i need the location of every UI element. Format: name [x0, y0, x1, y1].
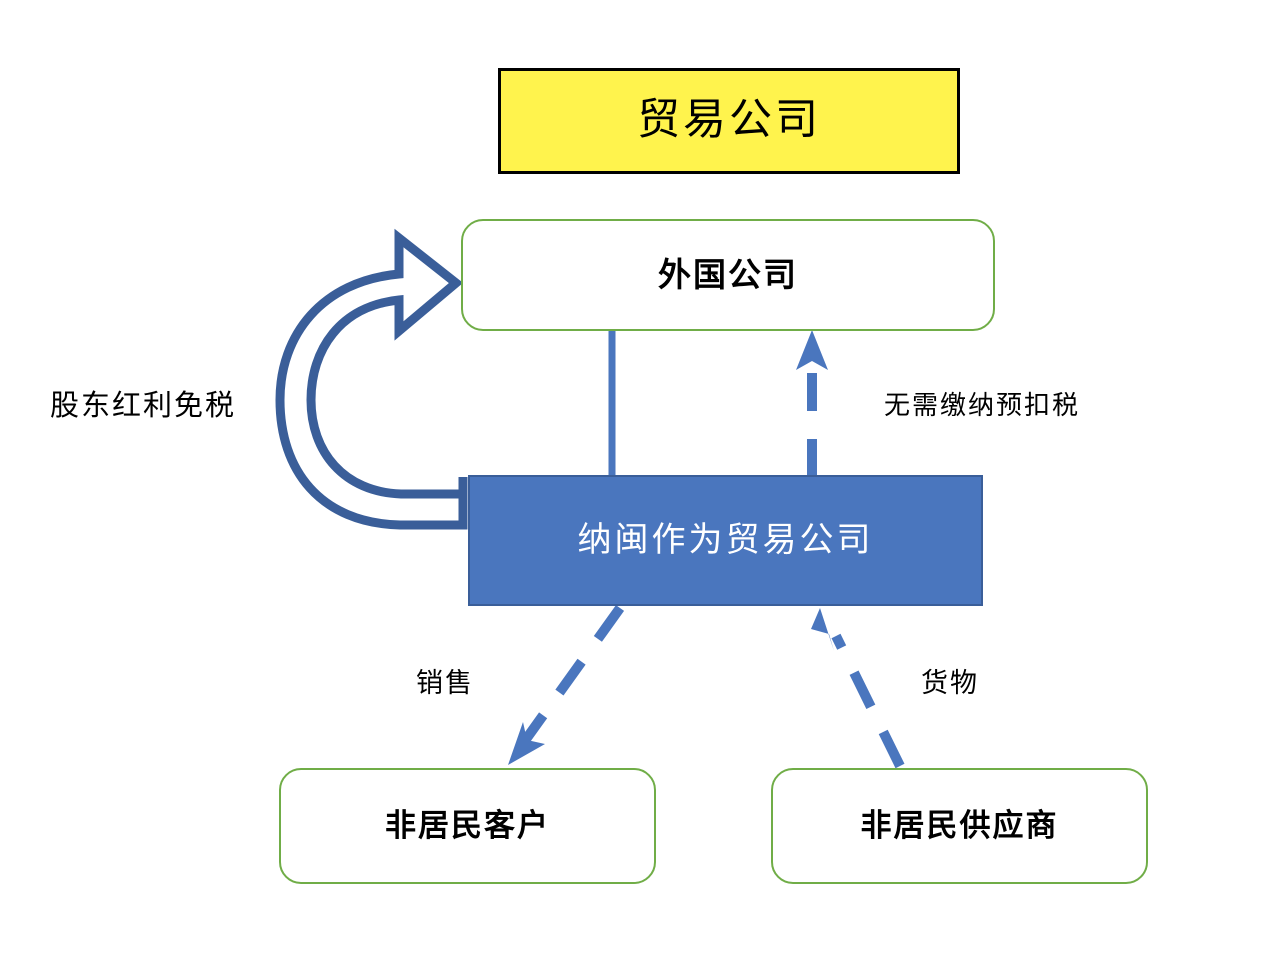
node-non-resident-supplier-label: 非居民供应商 [860, 808, 1059, 844]
node-labuan-trading-company[interactable]: 纳闽作为贸易公司 [468, 475, 983, 606]
node-non-resident-supplier[interactable]: 非居民供应商 [771, 768, 1148, 884]
node-foreign-company-label: 外国公司 [658, 256, 798, 294]
node-non-resident-customer-label: 非居民客户 [385, 808, 550, 844]
node-non-resident-customer[interactable]: 非居民客户 [279, 768, 656, 884]
title-box-label: 贸易公司 [637, 97, 821, 145]
title-box: 贸易公司 [498, 68, 960, 174]
node-foreign-company[interactable]: 外国公司 [461, 219, 995, 331]
edge-label-withholding-tax: 无需缴纳预扣税 [884, 391, 1081, 420]
sales-connector [508, 605, 625, 765]
edge-label-goods: 货物 [921, 668, 979, 698]
edge-label-dividend-exemption: 股东红利免税 [50, 390, 237, 422]
withholding-tax-connector [796, 330, 828, 477]
goods-connector [811, 608, 905, 769]
node-labuan-trading-company-label: 纳闽作为贸易公司 [577, 521, 874, 559]
edge-label-sales: 销售 [416, 668, 474, 698]
dividend-exemption-arrow-outline [275, 228, 468, 530]
